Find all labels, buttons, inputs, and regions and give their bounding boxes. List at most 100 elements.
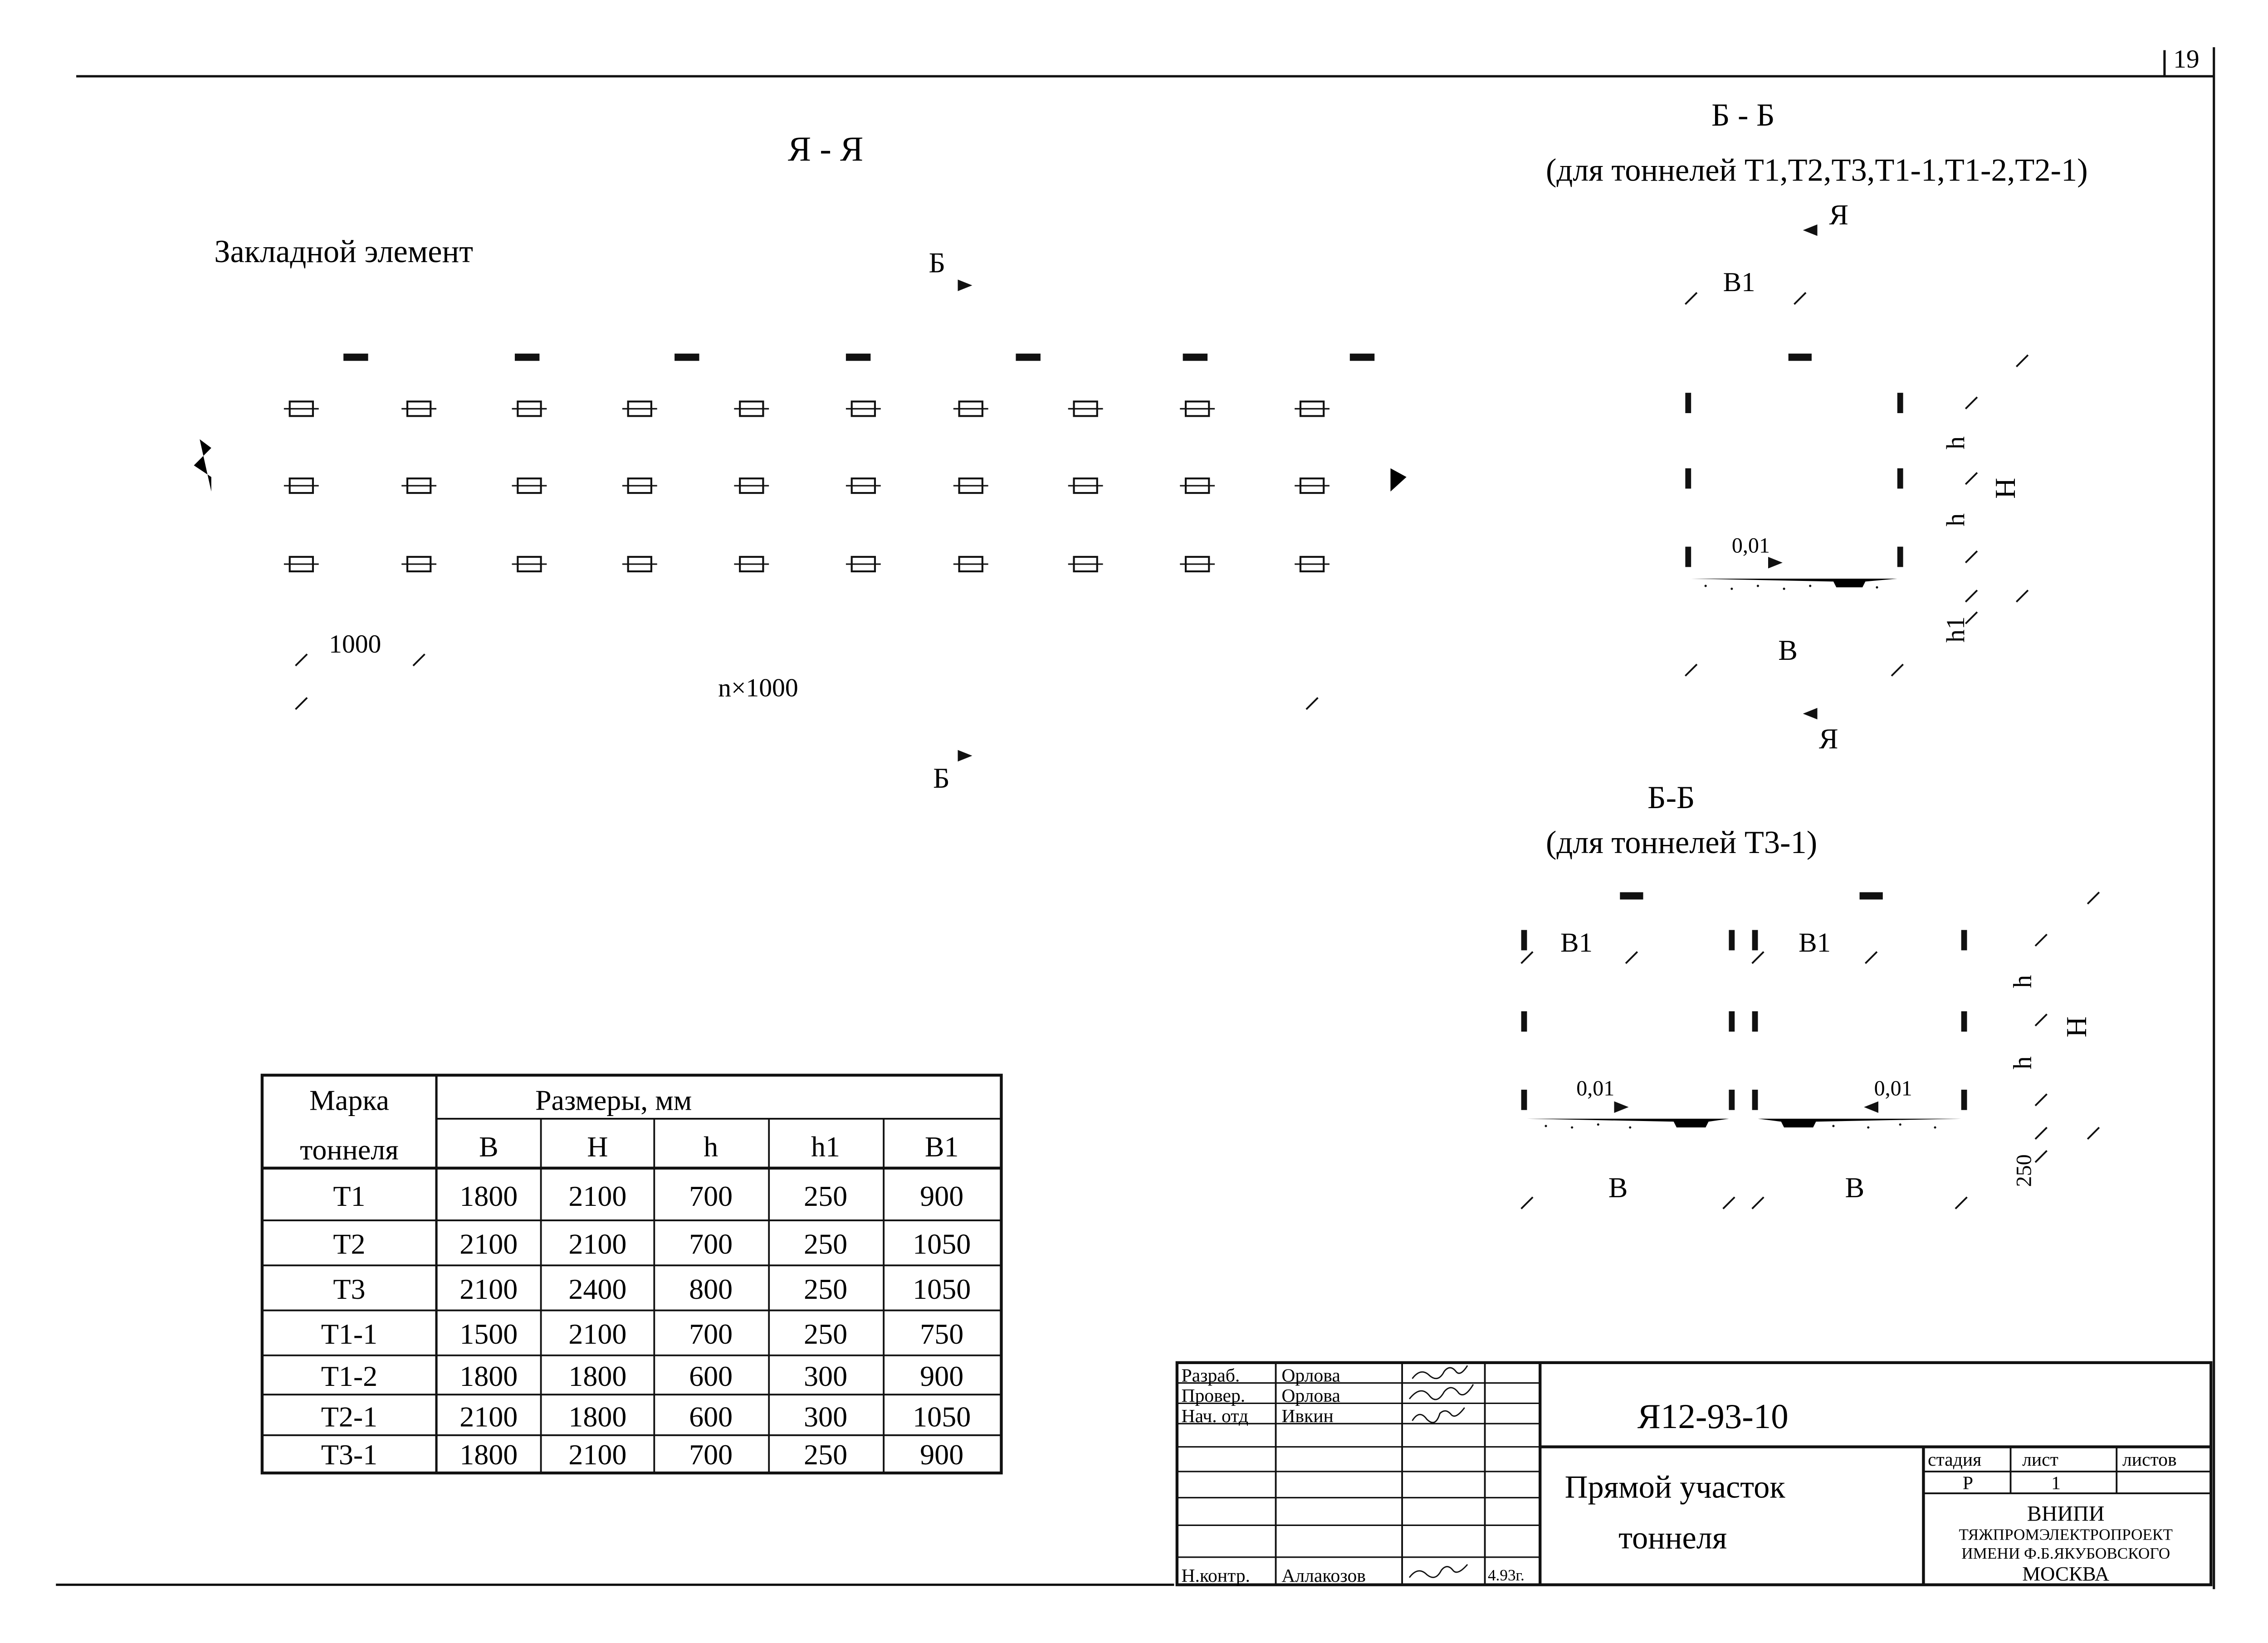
svg-text:0,01: 0,01 [1576,1077,1614,1101]
table-cell: 600 [689,1360,733,1392]
table-cell: 2100 [459,1228,518,1260]
table-cell: 250 [804,1273,847,1305]
section-bb-single: Б - Б (для тоннелей Т1,Т2,Т3,Т1-1,Т1-2,Т… [1546,98,2088,755]
svg-text:h1: h1 [811,1131,840,1163]
cut-mark-top: Б [929,246,973,292]
section-aa: Я - Я Закладной элемент [194,130,1407,794]
svg-text:1: 1 [2051,1472,2061,1493]
table-cell: 700 [689,1180,733,1212]
svg-text:стадия: стадия [1928,1449,1981,1470]
svg-text:Я: Я [1829,199,1848,231]
svg-text:Разраб.: Разраб. [1181,1365,1240,1386]
svg-text:0,01: 0,01 [1874,1077,1912,1101]
dim-b1: В1 [1684,267,1807,305]
table-cell: 1800 [568,1401,626,1433]
slope-label: 0,01 [1732,533,1770,557]
dim-b: В [1684,634,1904,677]
table-cell: 250 [804,1228,847,1260]
svg-text:h: h [704,1131,718,1163]
tunnel-slab [194,439,1407,492]
dim-step: 1000 [294,630,426,667]
svg-text:В: В [1845,1171,1865,1204]
svg-text:МОСКВА: МОСКВА [2022,1562,2110,1585]
table-cell: 2100 [459,1273,518,1305]
cut-mark-a-top: Я [1803,199,1848,236]
svg-text:Орлова: Орлова [1281,1385,1340,1406]
svg-text:n×1000: n×1000 [718,673,798,702]
table-group-header: Размеры, мм [535,1084,692,1116]
page-number: 19 [2173,45,2200,73]
tunnel-mark-cell: Т2-1 [321,1401,377,1433]
signatures-grid: Разраб. Орлова Провер. Орлова Нач. отд И… [1181,1365,1524,1586]
table-cell: 1800 [459,1180,518,1212]
svg-text:Я: Я [1819,723,1838,755]
drawing-name-l1: Прямой участок [1565,1470,1786,1505]
svg-text:Орлова: Орлова [1281,1365,1340,1386]
table-cell: 2100 [568,1180,626,1212]
table-cell: 1050 [913,1273,971,1305]
table-cell: 800 [689,1273,733,1305]
axis-columns [301,389,1312,585]
svg-text:В1: В1 [1723,267,1755,297]
svg-text:лист: лист [2022,1449,2058,1470]
title-block: Разраб. Орлова Провер. Орлова Нач. отд И… [1175,1361,2213,1586]
svg-text:Р: Р [1963,1472,1973,1493]
tunnel-box: 0,01 [1685,353,1903,593]
anchor-grid [284,401,1330,571]
svg-text:4.93г.: 4.93г. [1488,1566,1525,1584]
svg-text:h: h [1941,513,1970,527]
table-row: Т1 1800 2100 700 250 900 [333,1180,963,1212]
table-col1-header-l2: тоннеля [300,1134,398,1166]
svg-text:ТЯЖПРОМЭЛЕКТРОПРОЕКТ: ТЯЖПРОМЭЛЕКТРОПРОЕКТ [1959,1526,2173,1543]
drawing-name-l2: тоннеля [1618,1521,1727,1556]
handwritten-signatures [1408,1365,1474,1578]
table-cell: 300 [804,1360,847,1392]
svg-text:Н: Н [587,1131,608,1163]
table-cell: 2100 [568,1318,626,1350]
cut-mark-bottom: Б [933,750,973,794]
svg-text:В: В [1778,634,1798,666]
svg-text:h: h [2008,1056,2037,1069]
cut-mark-a-bottom: Я [1803,707,1838,755]
svg-text:Ивкин: Ивкин [1281,1406,1333,1427]
svg-text:Аллакозов: Аллакозов [1281,1565,1366,1586]
table-cell: 1800 [568,1360,626,1392]
table-cell: 250 [804,1180,847,1212]
table-cell: 900 [920,1180,963,1212]
table-cell: 2400 [568,1273,626,1305]
svg-text:В1: В1 [1560,928,1593,958]
svg-text:Б: Б [929,246,945,278]
table-cell: 250 [804,1438,847,1471]
svg-text:h: h [2008,975,2037,988]
organization: ВНИПИ ТЯЖПРОМЭЛЕКТРОПРОЕКТ ИМЕНИ Ф.Б.ЯКУ… [1959,1502,2173,1585]
dim-b-double: В В [1520,1171,1968,1210]
table-cell: 900 [920,1438,963,1471]
embedded-element-label: Закладной элемент [214,234,473,269]
dim-b1-double: В1 В1 [1520,928,1878,965]
svg-text:В: В [479,1131,499,1163]
svg-text:250: 250 [2012,1154,2036,1187]
table-cell: 700 [689,1318,733,1350]
tunnel-mark-cell: Т1-1 [321,1318,377,1350]
section-bb1-subtitle: (для тоннелей Т1,Т2,Т3,Т1-1,Т1-2,Т2-1) [1546,153,2088,188]
svg-text:h: h [1941,436,1970,449]
tunnel-mark-cell: Т1 [333,1180,365,1212]
table-cell: 1050 [913,1401,971,1433]
tunnel-mark-cell: Т1-2 [321,1360,377,1392]
table-cell: 900 [920,1360,963,1392]
svg-text:Провер.: Провер. [1181,1385,1245,1406]
svg-text:Н.контр.: Н.контр. [1181,1565,1250,1586]
drawing-code: Я12-93-10 [1637,1397,1789,1436]
table-column-headers: В Н h h1 В1 [479,1131,959,1163]
svg-text:Нач. отд: Нач. отд [1181,1406,1248,1427]
drawing: 19 Я - Я Закладной элемент [56,45,2215,1589]
svg-text:h1: h1 [1941,616,1970,643]
double-box: 0,01 0,01 [1521,892,1967,1132]
svg-text:Н: Н [2060,1016,2092,1037]
table-cell: 250 [804,1318,847,1350]
table-cell: 700 [689,1228,733,1260]
